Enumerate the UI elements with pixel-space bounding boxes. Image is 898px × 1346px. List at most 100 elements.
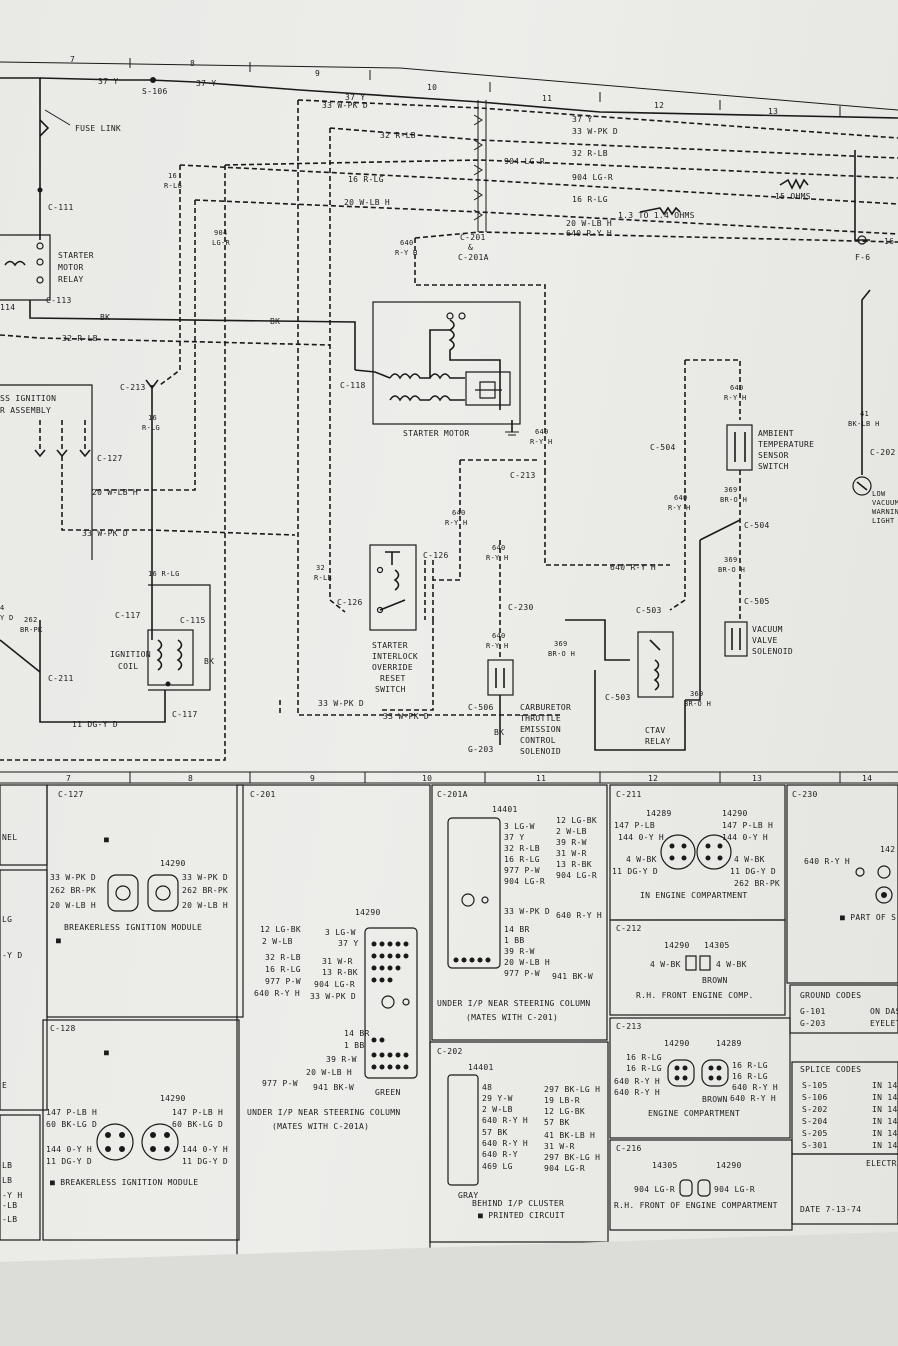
pin-label: 48 — [482, 1083, 492, 1092]
pin-label: 640 R-Y H — [556, 911, 602, 920]
wire-label: 32 R-LB — [380, 131, 416, 140]
wire-label: 33 W-PK D — [383, 712, 429, 721]
wire-label: 640 — [452, 509, 466, 517]
pin-label: 640 R-Y H — [732, 1083, 778, 1092]
part-number: 14289 — [646, 809, 672, 818]
wire-label: 33 W-PK D — [572, 127, 618, 136]
panel-caption: BEHIND I/P CLUSTER — [472, 1199, 564, 1208]
pin-label: 60 BK-LG D — [172, 1120, 223, 1129]
pin-label: 640 R-Y H — [614, 1077, 660, 1086]
pin-label: 977 P-W — [504, 969, 540, 978]
c201-left-pins: 12 LG-BK 2 W-LB 32 R-LB 16 R-LG 977 P-W … — [254, 925, 301, 1088]
part-number: 14305 — [704, 941, 730, 950]
col-label: 12 — [648, 774, 658, 783]
part-number: 14290 — [355, 908, 381, 917]
fragment-text: -LB — [2, 1201, 17, 1210]
component-label: VALVE — [752, 636, 778, 645]
panel-caption: ■ PRINTED CIRCUIT — [478, 1211, 565, 1220]
wire-label: 37 Y — [345, 93, 365, 102]
part-number: 14401 — [492, 805, 518, 814]
pin-label: 20 W-LB H — [182, 901, 228, 910]
pin-label: 941 BK-W — [552, 972, 593, 981]
relay-label: RELAY — [58, 275, 84, 284]
panel-c213: C-213 14290 14289 16 R-LG 16 R-LG 640 R-… — [614, 1022, 778, 1118]
wire-label: 16 — [884, 237, 894, 246]
panel-caption: (MATES WITH C-201) — [466, 1013, 558, 1022]
color-label: BROWN — [702, 1095, 728, 1104]
component-label: WARNING — [872, 508, 898, 516]
wire-label: 640 R-Y H — [566, 229, 612, 238]
wire-label: 4 — [0, 604, 5, 612]
connector-label: C-504 — [650, 443, 676, 452]
wire-label: BR-O H — [684, 700, 711, 708]
wire-label: 16 R-LG — [348, 175, 384, 184]
wire-label: BR-PK — [20, 626, 43, 634]
component-label: STARTER — [372, 641, 408, 650]
pin-label: 977 P-W — [262, 1079, 298, 1088]
panel-title: C-202 — [437, 1047, 463, 1056]
component-label: IGNITION — [110, 650, 151, 659]
part-number: 14289 — [716, 1039, 742, 1048]
connector-label: C-230 — [508, 603, 534, 612]
wire-label: R-Y H — [486, 554, 509, 562]
wire-label: 37 Y — [572, 115, 592, 124]
connector-label: & — [468, 243, 473, 252]
col-label: 8 — [190, 59, 195, 68]
part-number: 14290 — [664, 941, 690, 950]
wire-label: 16 — [168, 172, 177, 180]
wire-label: 11 DG-Y D — [72, 720, 118, 729]
pin-label: 16 R-LG — [732, 1061, 768, 1070]
code-label: S-105 — [802, 1081, 828, 1090]
pin-label: 33 W-PK D — [182, 873, 228, 882]
pin-label: 904 LG-R — [504, 877, 545, 886]
wire-label: 20 W-LB H — [92, 488, 138, 497]
pin-label: 14 BR — [504, 925, 530, 934]
component-label: CARBURETOR — [520, 703, 571, 712]
wire-label: 369 — [690, 690, 704, 698]
pin-label: 41 BK-LB H — [544, 1131, 595, 1140]
pin-label: 4 W-BK — [734, 855, 765, 864]
starter-motor: C-118 STARTER MOTOR — [340, 301, 521, 438]
code-value: EYELET — [870, 1019, 898, 1028]
pin-label: 16 R-LG — [265, 965, 301, 974]
component-label: RESET — [380, 674, 406, 683]
starter-motor-relay: C-111 STARTER MOTOR RELAY C-113 114 BK B… — [0, 170, 356, 370]
wire-label: R-Y H — [445, 519, 468, 527]
panel-note: ■ PART OF S — [840, 913, 896, 922]
connector-label: C-117 — [172, 710, 198, 719]
panel-caption: UNDER I/P NEAR STEERING COLUMN — [437, 999, 591, 1008]
part-number: 142 — [880, 845, 895, 854]
panel-mark: ■ — [56, 936, 61, 945]
resistance-label: 1.3 TO 1.4 OHMS — [618, 211, 695, 220]
pin-label: 640 R-Y H — [482, 1116, 528, 1125]
fuse-link-label: FUSE LINK — [75, 124, 121, 133]
fragment-text: LB — [2, 1176, 12, 1185]
interlock-switch: C-126 C-126 32 R-LB STARTER INTERLOCK OV… — [279, 428, 552, 721]
wire-label: 640 — [400, 239, 414, 247]
connector-label: C-213 — [120, 383, 146, 392]
fuse-label: F-6 — [855, 253, 870, 262]
fragment-text: E — [2, 1081, 7, 1090]
component-label: CONTROL — [520, 736, 556, 745]
ctav-relay: 640 R-Y H 640 R-Y H C-504 640 R-Y H AMBI… — [544, 359, 814, 751]
pin-label: 32 R-LB — [265, 953, 301, 962]
pin-label: 29 Y-W — [482, 1094, 513, 1103]
panel-caption: BREAKERLESS IGNITION MODULE — [64, 923, 202, 932]
fragment-text: LB — [2, 1161, 12, 1170]
left-fragment-panel: NEL LG -Y D E LB LB -Y H -LB -LB — [2, 833, 22, 1224]
wire-label: LG-R — [212, 239, 231, 247]
connector-panels-grid — [0, 784, 898, 1256]
pin-label: 60 BK-LG D — [46, 1120, 97, 1129]
component-label: INTERLOCK — [372, 652, 418, 661]
code-value: IN 14 — [872, 1117, 898, 1126]
col-label: 11 — [542, 94, 552, 103]
pin-label: 1 BB — [504, 936, 524, 945]
pin-label: 14 BR — [344, 1029, 370, 1038]
panel-title: C-201A — [437, 790, 468, 799]
connector-label: C-113 — [46, 296, 72, 305]
pin-label: 12 LG-BK — [544, 1107, 585, 1116]
pin-label: 640 R-Y H — [614, 1088, 660, 1097]
connector-label: C-118 — [340, 381, 366, 390]
part-number: 14290 — [664, 1039, 690, 1048]
